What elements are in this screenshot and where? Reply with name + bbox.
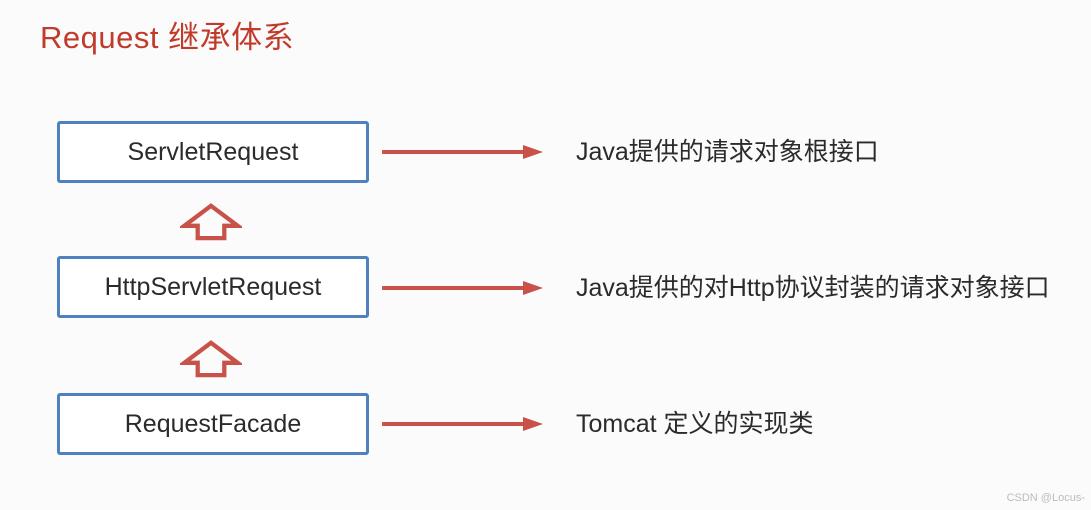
class-box-httpservletrequest: HttpServletRequest — [57, 256, 369, 318]
right-arrow-icon — [382, 417, 543, 431]
class-box-requestfacade: RequestFacade — [57, 393, 369, 455]
up-arrow-icon — [180, 203, 242, 241]
class-box-label: HttpServletRequest — [104, 272, 322, 301]
class-description: Java提供的对Http协议封装的请求对象接口 — [576, 274, 1050, 302]
class-description: Java提供的请求对象根接口 — [576, 138, 879, 166]
page-title: Request 继承体系 — [40, 20, 295, 55]
watermark: CSDN @Locus- — [1006, 492, 1085, 504]
class-description: Tomcat 定义的实现类 — [576, 410, 814, 438]
class-box-servletrequest: ServletRequest — [57, 121, 369, 183]
up-arrow-icon — [180, 340, 242, 378]
class-box-label: ServletRequest — [127, 137, 299, 166]
class-box-label: RequestFacade — [124, 409, 302, 438]
right-arrow-icon — [382, 281, 543, 295]
right-arrow-icon — [382, 145, 543, 159]
